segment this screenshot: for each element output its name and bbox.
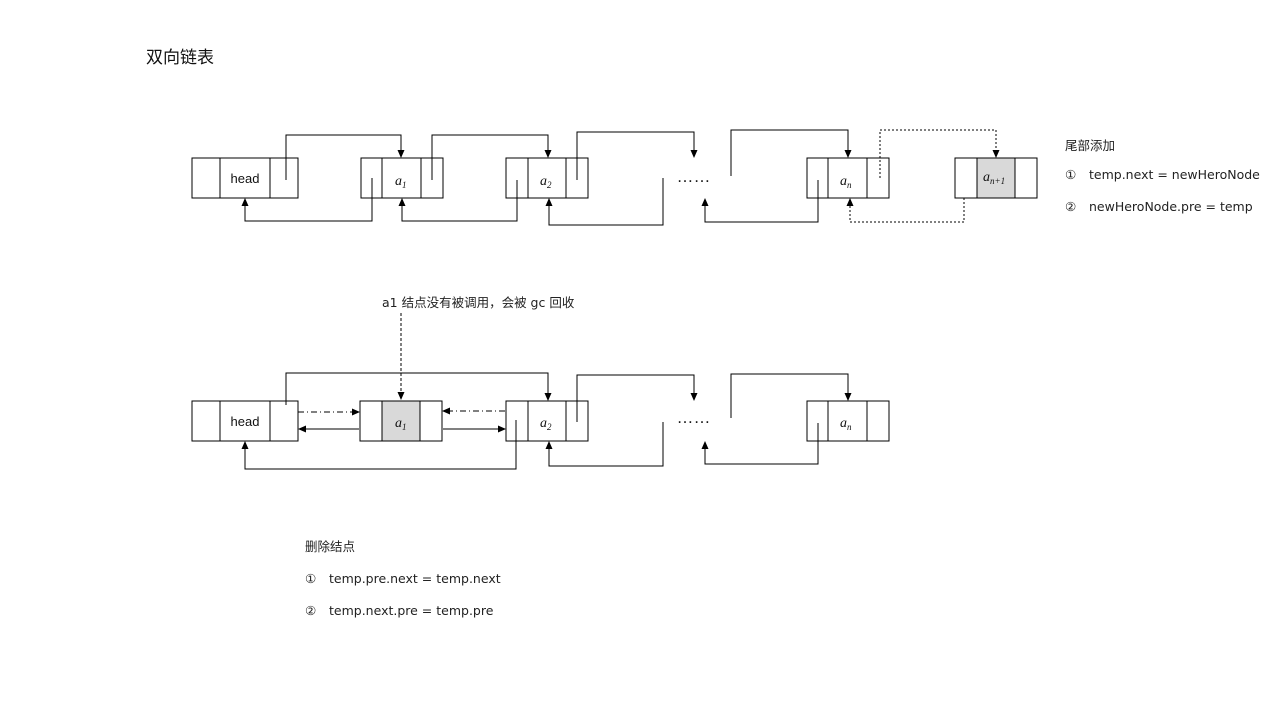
node-a1-removed: a1 (359, 400, 443, 442)
tail-add-notes: 尾部添加 ① temp.next = newHeroNode ② newHero… (1065, 138, 1260, 214)
tail-add-step-2-num: ② (1065, 199, 1076, 214)
tail-add-step-1-code: temp.next = newHeroNode (1089, 167, 1260, 182)
new-next-head-a2 (285, 372, 552, 405)
node-label-a1: a1 (395, 174, 407, 190)
new-pre-a2-head (241, 420, 517, 470)
next-arrow-a1-a2 (431, 134, 552, 180)
node-a1: a1 (360, 157, 444, 199)
next-arrow-head-a1 (285, 134, 405, 180)
pre-arrow-more-a2 (545, 422, 664, 467)
delete-step-1-code: temp.pre.next = temp.next (329, 571, 501, 586)
delete-heading: 删除结点 (305, 539, 355, 554)
pre-arrow-a2-a1 (398, 180, 518, 222)
tail-add-step-2-code: newHeroNode.pre = temp (1089, 199, 1253, 214)
node-an-plus-1: an+1 (954, 157, 1038, 199)
diagram-tail-add: head a1 a2 …… an an+1 (191, 129, 1038, 226)
node-an: an (806, 400, 890, 442)
pre-arrow-an-more (701, 423, 819, 465)
pre-arrow-an1-an-new (846, 198, 965, 223)
pre-arrow-a1-head (241, 178, 373, 222)
next-arrow-a2-more (576, 374, 698, 422)
diagram-delete-node: a1 结点没有被调用，会被 gc 回收 head a1 a2 …… (191, 295, 890, 470)
node-label-a1: a1 (395, 416, 407, 432)
ellipsis: …… (677, 410, 711, 427)
next-arrow-a2-more (576, 131, 698, 180)
delete-step-1-num: ① (305, 571, 316, 586)
page-title: 双向链表 (146, 48, 214, 68)
node-label-head: head (231, 171, 260, 186)
delete-step-2-code: temp.next.pre = temp.pre (329, 603, 494, 618)
tail-add-step-1-num: ① (1065, 167, 1076, 182)
tail-add-heading: 尾部添加 (1065, 138, 1115, 153)
pre-arrow-more-a2 (545, 178, 664, 226)
node-head: head (191, 157, 299, 199)
delete-step-2-num: ② (305, 603, 316, 618)
node-an: an (806, 157, 890, 199)
node-label-head: head (231, 414, 260, 429)
node-head: head (191, 400, 299, 442)
gc-annotation: a1 结点没有被调用，会被 gc 回收 (382, 295, 575, 310)
delete-notes: 删除结点 ① temp.pre.next = temp.next ② temp.… (305, 539, 501, 618)
next-arrow-more-an (730, 129, 852, 176)
node-a2: a2 (505, 400, 589, 442)
node-a2: a2 (505, 157, 589, 199)
pre-arrow-an-more (701, 180, 819, 223)
next-arrow-an-an1-new (879, 129, 1000, 178)
next-arrow-more-an (730, 373, 852, 418)
ellipsis: …… (677, 169, 711, 186)
